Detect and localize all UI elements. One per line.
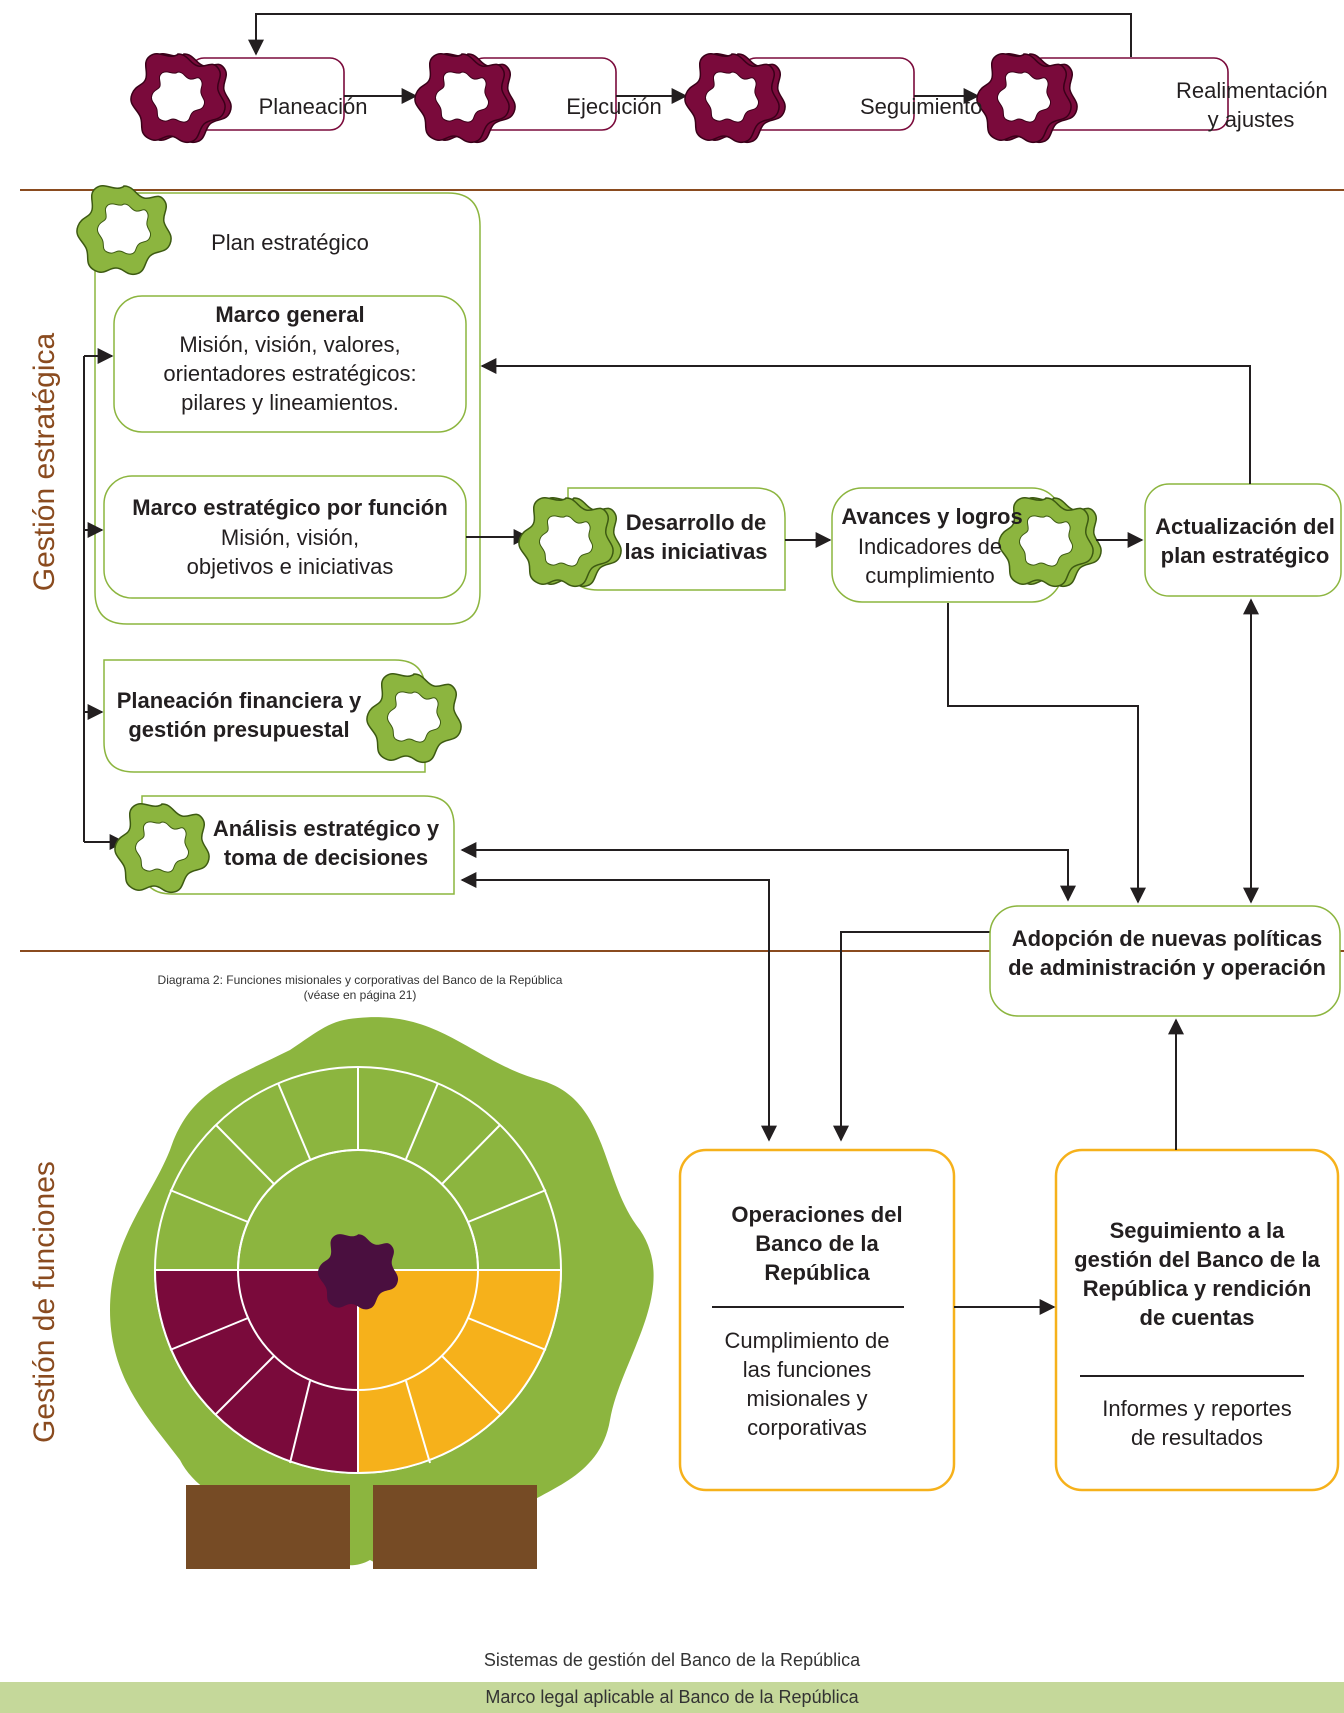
left-bus [83, 348, 126, 850]
avances-body: Indicadores de cumplimiento [857, 534, 1003, 589]
seguimiento-gestion-title: Seguimiento a la gestión del Banco de la… [1074, 1218, 1320, 1331]
operaciones-title: Operaciones del Banco de la República [731, 1202, 903, 1286]
desarrollo-label: Desarrollo de las iniciativas [624, 510, 768, 565]
cycle-step-ejecucion-label: Ejecución [566, 94, 662, 119]
arrow-adopcion-operaciones [833, 931, 990, 1142]
planeacion-financiera-box [103, 659, 426, 773]
marco-funcion-title: Marco estratégico por función [132, 495, 448, 520]
section-label-strategic: Gestión estratégica [28, 332, 61, 592]
operaciones-body: Cumplimiento de las funciones misionales… [724, 1328, 890, 1441]
footer-legal-band: Marco legal aplicable al Banco de la Rep… [0, 1682, 1344, 1713]
arrow-analisis-operaciones [460, 872, 777, 1142]
cycle-step-realimentacion-label: Realimentación y ajustes [1176, 78, 1328, 133]
cycle-step-planeacion-label: Planeación [258, 94, 368, 119]
seguimiento-gestion-body: Informes y reportes de resultados [1102, 1396, 1292, 1451]
operaciones-box [678, 1148, 956, 1492]
diagram-caption-line1: Diagrama 2: Funciones misionales y corpo… [157, 973, 563, 987]
arrow-avances-adopcion [947, 603, 1146, 904]
arrow-analisis-adopcion [460, 842, 1076, 902]
actualizacion-label: Actualización del plan estratégico [1155, 514, 1335, 569]
marco-general-body: Misión, visión, valores, orientadores es… [163, 332, 417, 416]
section-label-functions: Gestión de funciones [28, 1161, 61, 1443]
cycle-feedback-line [248, 13, 1132, 57]
arrow-actualizacion-marco [480, 358, 1251, 484]
adopcion-label: Adopción de nuevas políticas de administ… [1008, 926, 1326, 981]
marco-funcion-body: Misión, visión, objetivos e iniciativas [186, 525, 394, 580]
seguimiento-gestion-box [1054, 1148, 1340, 1492]
plan-estrategico-title: Plan estratégico [211, 230, 369, 255]
cycle-step-seguimiento-label: Seguimiento [860, 94, 983, 119]
actualizacion-box [1144, 483, 1342, 597]
marco-general-title: Marco general [215, 302, 365, 327]
adopcion-box [989, 905, 1341, 1017]
avances-title: Avances y logros [841, 504, 1023, 529]
tree-diagram-icon [110, 1017, 654, 1569]
analisis-label: Análisis estratégico y toma de decisione… [212, 816, 440, 871]
marco-general-box [113, 295, 467, 433]
footer-systems: Sistemas de gestión del Banco de la Repú… [483, 1650, 861, 1670]
footer-legal: Marco legal aplicable al Banco de la Rep… [485, 1687, 859, 1707]
diagram-caption-line2: (véase en página 21) [303, 988, 417, 1002]
planeacion-financiera-label: Planeación financiera y gestión presupue… [116, 688, 362, 743]
